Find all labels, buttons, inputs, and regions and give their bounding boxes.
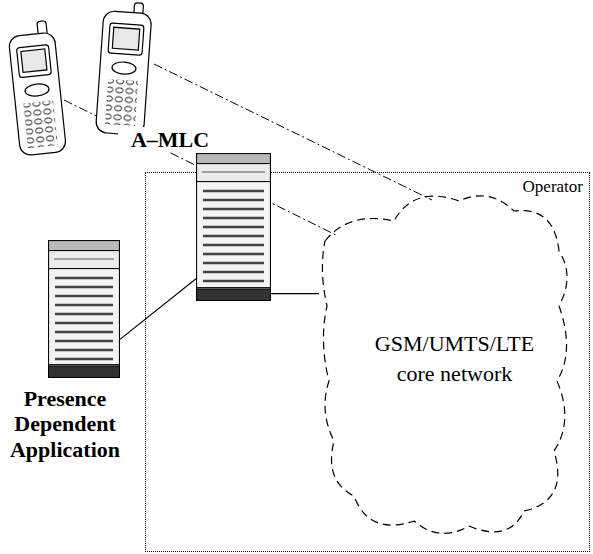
network-link <box>120 279 196 340</box>
mobile-phone <box>95 1 152 136</box>
server-icon <box>48 240 120 378</box>
server-box: Presence Dependent Application <box>48 240 120 378</box>
cloud-label: GSM/UMTS/LTE core network <box>370 329 540 388</box>
server-label: Presence Dependent Application <box>2 386 128 462</box>
server-box: A–MLC <box>196 153 271 301</box>
network-link <box>271 293 319 294</box>
mobile-phone <box>7 20 67 156</box>
core-network-cloud: GSM/UMTS/LTE core network <box>319 181 576 546</box>
region-label: Operator <box>523 177 583 197</box>
server-label: A–MLC <box>118 127 222 152</box>
server-icon <box>196 153 271 301</box>
operator-region: OperatorA–MLCGSM/UMTS/LTE core network <box>145 172 590 552</box>
